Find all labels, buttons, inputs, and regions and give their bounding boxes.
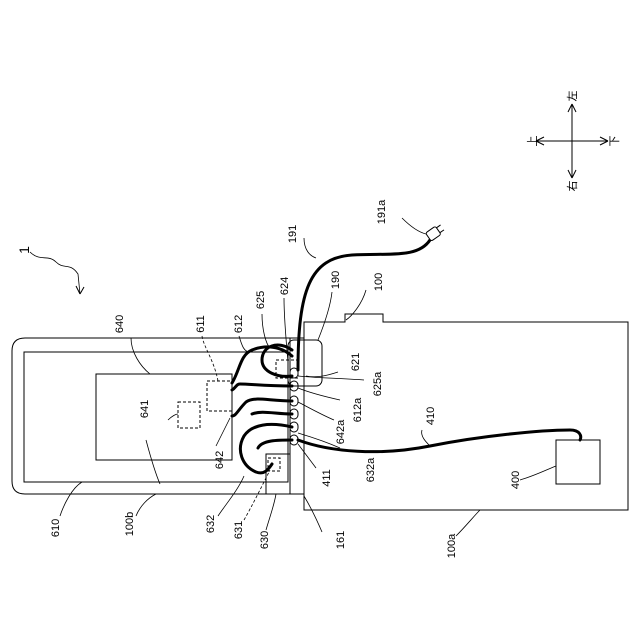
label-161: 161 [335,531,347,549]
label-640: 640 [114,315,126,333]
compass-down-label: 下 [608,136,621,147]
label-631: 631 [233,521,245,539]
compass [536,104,608,178]
label-630: 630 [259,531,271,549]
label-641: 641 [139,400,151,418]
label-632: 632 [205,515,217,533]
connector-ports [290,368,298,445]
compass-left-label: 左 [566,91,579,102]
unit-640 [96,374,232,460]
assembly-label: 1 [16,246,32,254]
label-621: 621 [350,353,362,371]
panel-610 [24,352,288,482]
label-642a: 642a [335,419,347,444]
label-625: 625 [255,291,267,309]
label-411: 411 [321,469,333,487]
label-612: 612 [233,315,245,333]
label-100b: 100b [124,512,136,536]
compass-right-label: 右 [565,181,579,192]
label-100a: 100a [446,533,458,558]
cable-642-b [252,412,292,414]
cable-632-b [258,440,292,448]
label-410: 410 [425,407,437,425]
frame-100b-outline [12,338,304,494]
label-612a: 612a [352,397,364,422]
label-611: 611 [195,315,207,333]
plug-191a-icon [425,223,445,241]
label-400: 400 [510,471,522,489]
label-610: 610 [50,519,62,537]
label-190: 190 [330,271,342,289]
label-625a: 625a [372,371,384,396]
assembly-arrow [30,252,80,294]
label-642: 642 [214,451,226,469]
label-191a: 191a [376,199,388,224]
compass-up-label: 上 [526,136,539,147]
unit-400 [556,440,600,484]
label-100: 100 [373,273,385,291]
component-641-dashed [178,402,200,428]
label-632a: 632a [365,457,377,482]
label-624: 624 [279,277,291,295]
cable-191 [298,240,430,370]
leader-lines [60,162,556,536]
component-611-dashed [207,381,232,411]
label-191: 191 [287,225,299,243]
box-630 [266,454,290,494]
device-190 [288,340,322,386]
cable-612 [232,384,292,390]
